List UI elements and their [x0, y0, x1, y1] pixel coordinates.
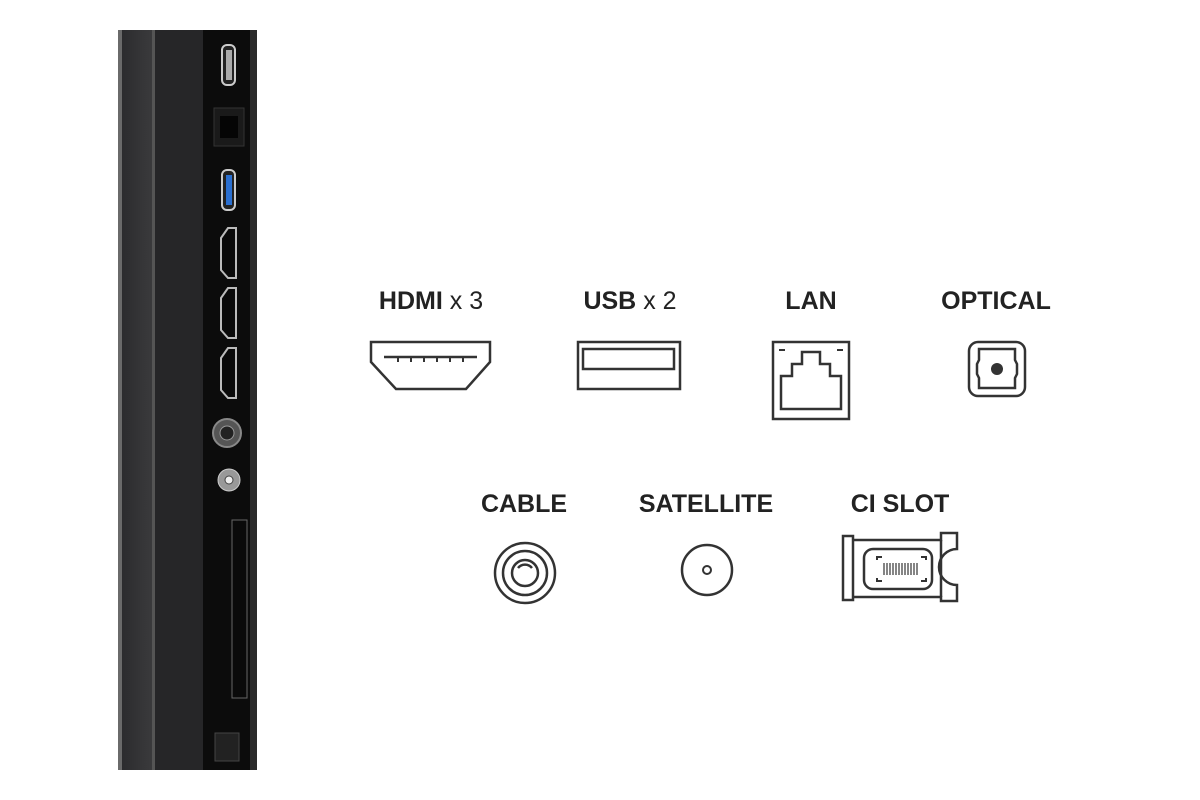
satellite-icon: [680, 543, 734, 597]
lan-icon: [771, 340, 851, 421]
usb-port: [221, 44, 236, 86]
optical-icon: [967, 340, 1027, 398]
optical-port: [214, 732, 240, 762]
hdmi-port: [220, 227, 237, 399]
satellite-label: SATELLITE: [638, 490, 774, 518]
tv-side-panel: [118, 30, 257, 770]
usb3-port: [221, 169, 236, 211]
usb-label: USB x 2: [583, 287, 677, 315]
cable-icon: [493, 541, 557, 605]
satellite-port: [217, 468, 241, 492]
hdmi-icon: [369, 340, 492, 391]
cable-label: CABLE: [480, 490, 568, 518]
usb-icon: [576, 340, 682, 391]
ci-slot: [231, 519, 248, 699]
ci-slot-icon: [841, 531, 959, 603]
ci-slot-label: CI SLOT: [850, 490, 950, 518]
hdmi-label: HDMI x 3: [378, 287, 484, 315]
lan-label: LAN: [785, 287, 837, 315]
cable-port: [212, 418, 242, 448]
optical-label: OPTICAL: [941, 287, 1051, 315]
lan-port: [213, 107, 245, 147]
